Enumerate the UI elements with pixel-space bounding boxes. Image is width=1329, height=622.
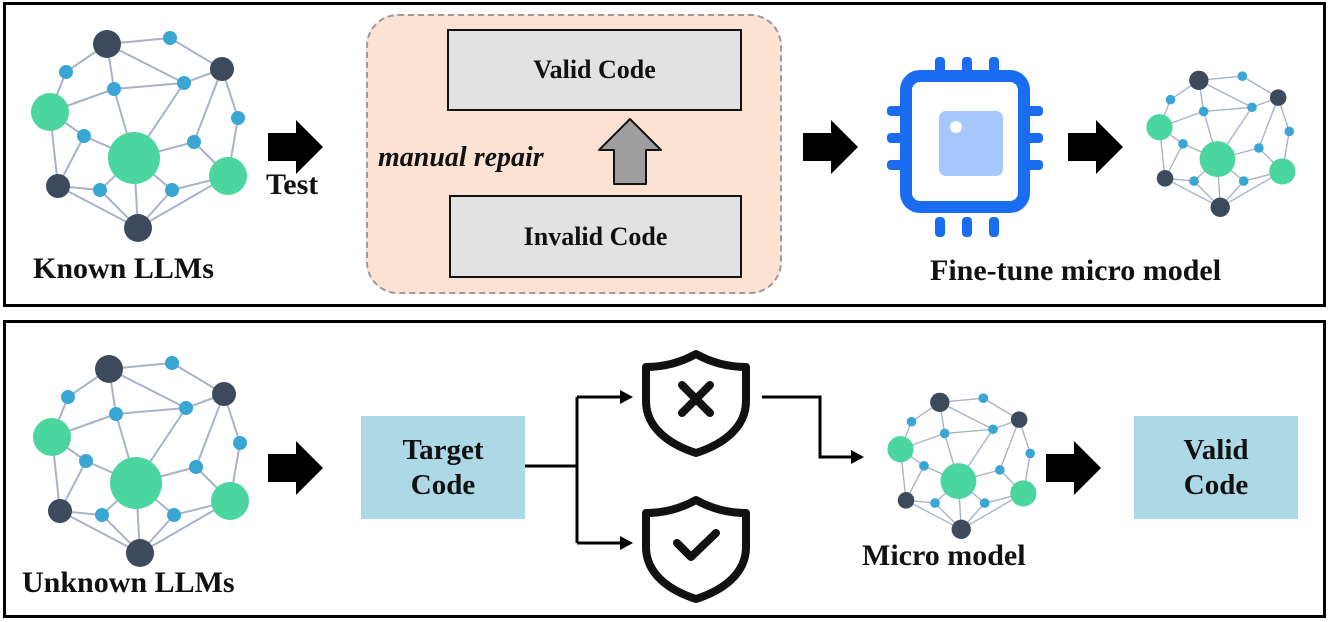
arrow-right-icon — [1046, 441, 1101, 495]
manual-repair-label: manual repair — [378, 142, 544, 173]
invalid-code-box: Invalid Code — [449, 195, 742, 278]
inference-panel — [3, 320, 1326, 618]
arrow-right-icon — [268, 441, 323, 495]
valid-code-box: Valid Code — [447, 29, 742, 111]
fine-tune-label: Fine-tune micro model — [930, 254, 1222, 287]
test-arrow-icon — [268, 120, 323, 174]
shield-x-icon — [646, 354, 746, 453]
target-code-line1: Target — [402, 433, 484, 466]
target-code-box: Target Code — [361, 416, 525, 519]
target-code-line2: Code — [410, 468, 476, 501]
branch-connector — [525, 395, 853, 545]
unknown-llms-label: Unknown LLMs — [22, 566, 235, 599]
valid-code-output-box: Valid Code — [1134, 416, 1298, 519]
micro-model-network-icon — [886, 392, 1038, 540]
arrow-right-icon — [803, 120, 858, 174]
unknown-llms-network-icon — [32, 354, 250, 568]
known-llms-label: Known LLMs — [33, 252, 214, 285]
valid-code-line2: Code — [1183, 468, 1249, 501]
micro-model-network-icon — [1145, 70, 1297, 218]
valid-code-line1: Valid — [1183, 433, 1249, 466]
chip-icon — [887, 57, 1043, 237]
test-label: Test — [266, 168, 319, 201]
known-llms-network-icon — [30, 29, 248, 243]
shield-check-icon — [646, 500, 746, 599]
micro-model-label: Micro model — [862, 539, 1026, 572]
arrow-up-icon — [598, 118, 662, 185]
arrow-right-icon — [1068, 120, 1123, 174]
